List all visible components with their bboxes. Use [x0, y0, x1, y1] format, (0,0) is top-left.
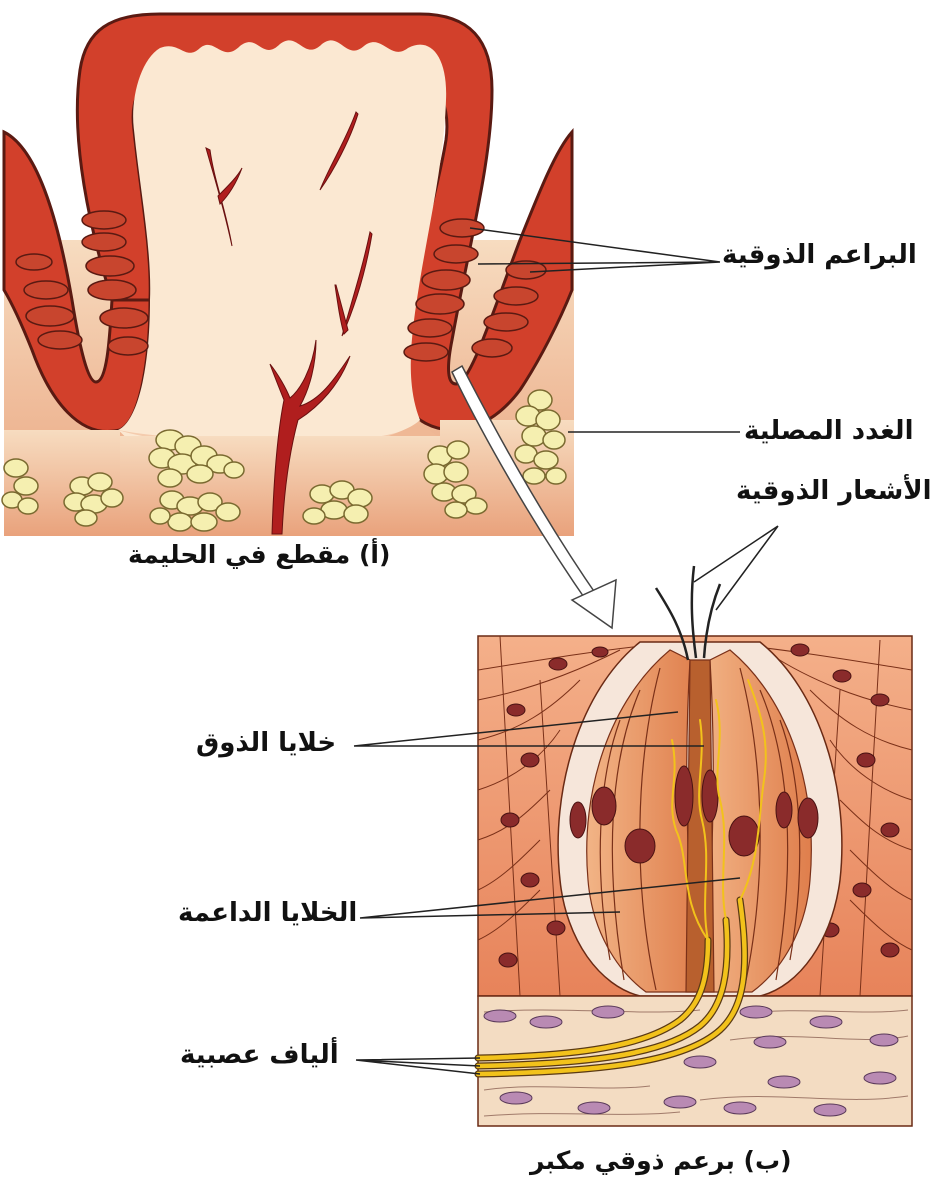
- gland-5: [302, 480, 373, 525]
- label-taste-buds: البراعم الذوقية: [722, 240, 917, 270]
- gland-2: [63, 472, 124, 527]
- blood-vessels: [205, 111, 373, 535]
- caption-a: (أ) مقطع في الحليمة: [128, 540, 391, 569]
- leader-supporting-cells: [359, 877, 741, 919]
- caption-b: (ب) برعم ذوقي مكبر: [530, 1146, 792, 1175]
- label-nerve-fibers: ألياف عصبية: [180, 1040, 339, 1070]
- papilla-core: [118, 40, 447, 537]
- gland-1: [148, 429, 245, 488]
- leader-taste-cells: [353, 711, 704, 747]
- papilla-section: [1, 12, 574, 537]
- serous-glands-cluster: [1, 389, 567, 532]
- taste-bud-cells: [586, 649, 812, 993]
- gland-4: [149, 490, 241, 532]
- taste-cell-nuclei: [569, 765, 819, 864]
- leader-nerve-fibers: [355, 1057, 481, 1075]
- gland-3: [1, 458, 39, 515]
- taste-buds-left: [15, 210, 149, 356]
- leader-taste-buds: [469, 227, 721, 273]
- leader-lines: [353, 227, 779, 1075]
- taste-hairs: [654, 565, 722, 661]
- label-taste-cells: خلايا الذوق: [196, 728, 337, 758]
- label-taste-hairs: الأشعار الذوقية: [736, 476, 932, 506]
- leader-taste-hairs: [693, 525, 779, 611]
- label-supporting-cells: الخلايا الداعمة: [178, 898, 358, 928]
- gland-7: [514, 389, 567, 485]
- label-serous-glands: الغدد المصلية: [744, 416, 914, 446]
- zoom-arrow: [451, 364, 617, 630]
- connective-nuclei: [483, 1005, 899, 1117]
- nerve-fibers: [474, 679, 767, 1078]
- gland-6: [423, 440, 488, 519]
- taste-bud-enlarged: [474, 565, 913, 1127]
- taste-buds-right: [403, 218, 547, 362]
